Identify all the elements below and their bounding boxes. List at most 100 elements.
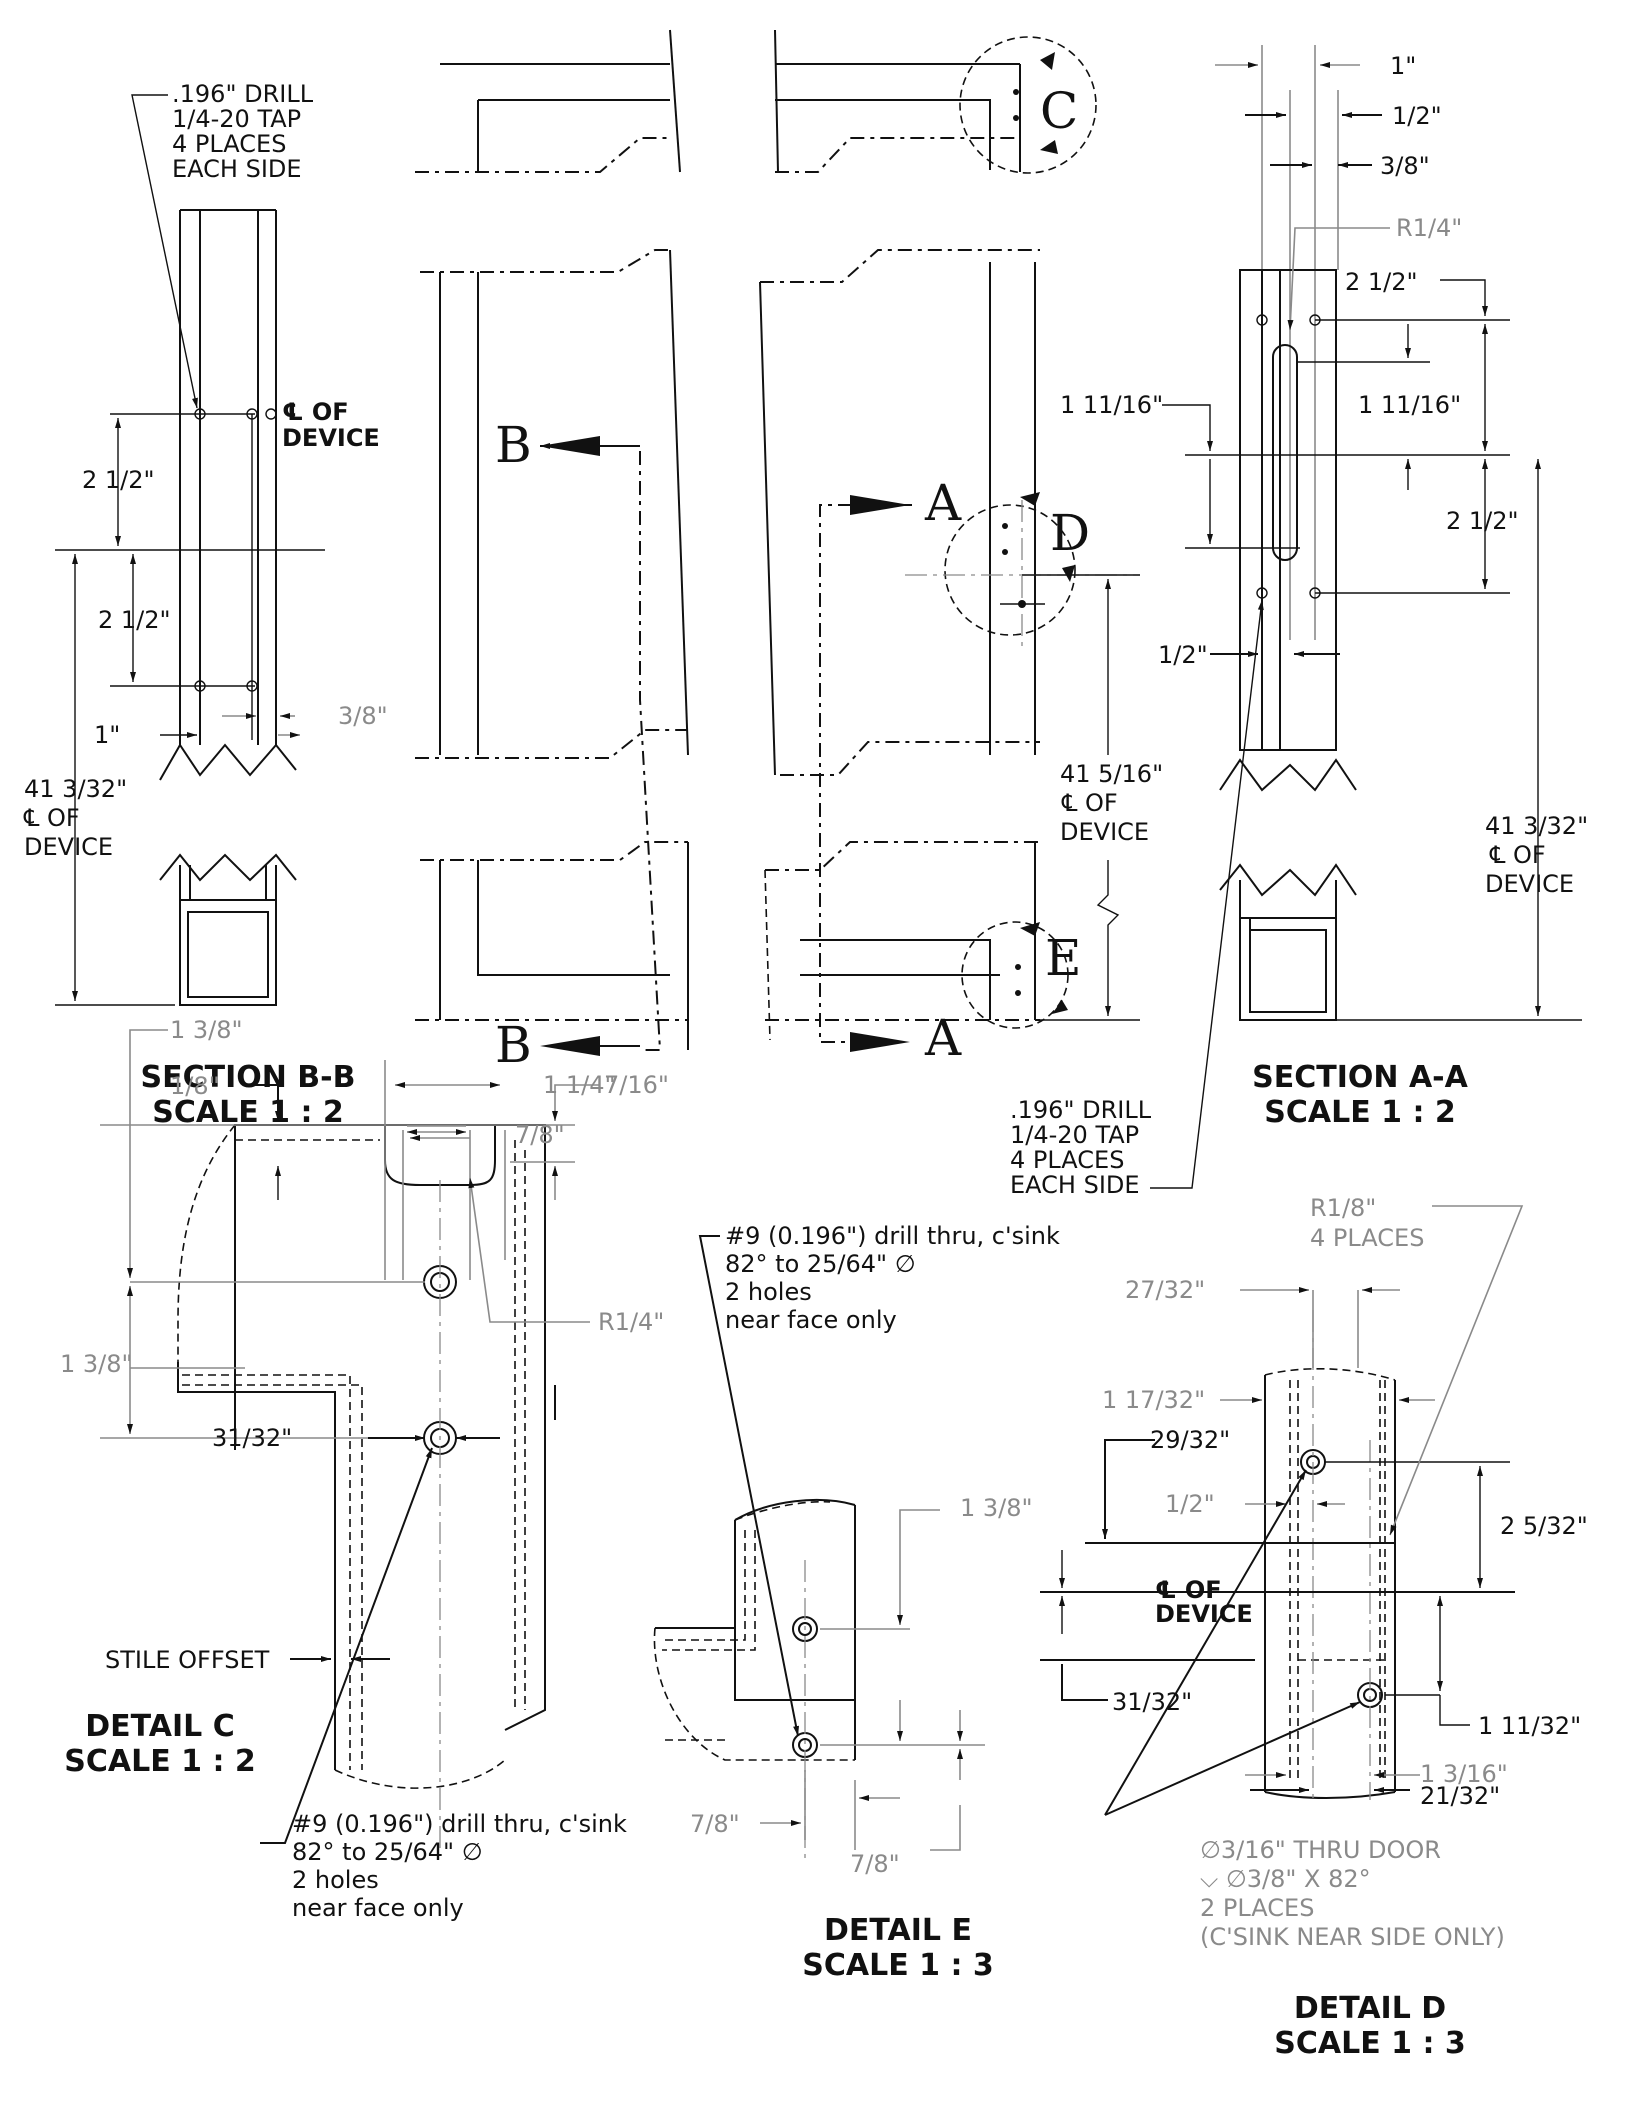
- dim-3-8: 3/8": [338, 702, 388, 730]
- dim-1: 1": [1390, 52, 1416, 80]
- svg-text:EACH SIDE: EACH SIDE: [1010, 1171, 1140, 1199]
- dim-1-11-16-right: 1 11/16": [1358, 391, 1461, 419]
- svg-text:41 3/32": 41 3/32": [1485, 812, 1588, 840]
- dim-2-1-2-upper: 2 1/2": [82, 466, 155, 494]
- detail-e-title: DETAIL E: [824, 1913, 972, 1948]
- cl-label-line2: DEVICE: [282, 424, 380, 452]
- svg-text:41 5/16": 41 5/16": [1060, 760, 1163, 788]
- detail-d-radius: R1/8" 4 PLACES: [1310, 1194, 1424, 1252]
- detail-d-note: ∅3/16" THRU DOOR ⌵ ∅3/8" X 82° 2 PLACES …: [1200, 1836, 1505, 1951]
- svg-text:∅3/16" THRU DOOR: ∅3/16" THRU DOOR: [1200, 1836, 1441, 1864]
- dim-1-2-top: 1/2": [1392, 102, 1442, 130]
- svg-text:DEVICE: DEVICE: [24, 833, 113, 861]
- svg-text:2 holes: 2 holes: [292, 1866, 379, 1894]
- detail-e-scale: SCALE 1 : 3: [802, 1948, 994, 1983]
- dim-r-1-4: R1/4": [598, 1308, 664, 1336]
- svg-text:⌵ ∅3/8" X 82°: ⌵ ∅3/8" X 82°: [1200, 1865, 1371, 1893]
- dim-7-8-left: 7/8": [690, 1810, 740, 1838]
- stile-offset-label: STILE OFFSET: [105, 1646, 270, 1674]
- svg-text:4 PLACES: 4 PLACES: [1310, 1224, 1424, 1252]
- door-views: B B A A C D E 41 5/16" ℄ OF DEVICE: [415, 29, 1163, 1074]
- detail-d-scale: SCALE 1 : 3: [1274, 2026, 1466, 2061]
- section-aa-height-dim: 41 3/32" ℄ OF DEVICE: [1485, 812, 1588, 898]
- cut-label-b-top: B: [495, 416, 532, 474]
- detail-c-scale: SCALE 1 : 2: [64, 1744, 256, 1779]
- section-bb-title: SECTION B-B: [141, 1060, 356, 1095]
- dim-31-32: 31/32": [1112, 1688, 1192, 1716]
- section-bb-view: ℄ OF DEVICE .196" DRILL 1/4-20 TAP 4 PLA…: [23, 80, 388, 1130]
- svg-text:DEVICE: DEVICE: [1485, 870, 1574, 898]
- dim-1-1-4: 1 1/4": [543, 1071, 616, 1099]
- section-aa-view: 1" 1/2" 3/8" R1/4" 2 1/2" 1 11/16" 2 1/2…: [1010, 45, 1588, 1199]
- svg-text:82° to 25/64" ∅: 82° to 25/64" ∅: [292, 1838, 483, 1866]
- door-height-dim: 41 5/16" ℄ OF DEVICE: [1060, 760, 1163, 846]
- dim-1-3-8-top: 1 3/8": [170, 1016, 243, 1044]
- svg-text:4 PLACES: 4 PLACES: [1010, 1146, 1124, 1174]
- svg-text:41 3/32": 41 3/32": [24, 775, 127, 803]
- dim-1-2-bottom: 1/2": [1158, 641, 1208, 669]
- detail-label-d: D: [1050, 504, 1090, 562]
- detail-label-e: E: [1045, 929, 1082, 987]
- svg-text:4 PLACES: 4 PLACES: [172, 130, 286, 158]
- section-aa-scale: SCALE 1 : 2: [1264, 1095, 1456, 1130]
- svg-text:℄ OF: ℄ OF: [1489, 841, 1546, 869]
- dim-1-3-16: 1 3/16": [1420, 1760, 1508, 1788]
- dim-2-1-2-top: 2 1/2": [1345, 268, 1418, 296]
- dim-1-11-32: 1 11/32": [1478, 1712, 1581, 1740]
- svg-text:1/4-20 TAP: 1/4-20 TAP: [172, 105, 301, 133]
- cl-label-line2: DEVICE: [1155, 1600, 1253, 1628]
- dim-3-8: 3/8": [1380, 152, 1430, 180]
- dim-7-8-bottom: 7/8": [850, 1850, 900, 1878]
- dim-r-1-4: R1/4": [1396, 214, 1462, 242]
- svg-text:1/4-20 TAP: 1/4-20 TAP: [1010, 1121, 1139, 1149]
- svg-text:near face only: near face only: [292, 1894, 464, 1922]
- svg-text:EACH SIDE: EACH SIDE: [172, 155, 302, 183]
- dim-1-3-8: 1 3/8": [960, 1494, 1033, 1522]
- detail-c-note: #9 (0.196") drill thru, c'sink 82° to 25…: [292, 1810, 627, 1922]
- svg-text:.196" DRILL: .196" DRILL: [172, 80, 314, 108]
- dim-2-5-32: 2 5/32": [1500, 1512, 1588, 1540]
- cut-label-a-top: A: [924, 474, 962, 532]
- cut-label-b-bottom: B: [495, 1016, 532, 1074]
- dim-1-3-8-left: 1 3/8": [60, 1350, 133, 1378]
- svg-text:#9 (0.196") drill thru, c'sink: #9 (0.196") drill thru, c'sink: [292, 1810, 627, 1838]
- dim-7-16: 7/16": [604, 1071, 669, 1099]
- detail-e-view: 1 3/8" 7/8" 7/8" #9 (0.196") drill thru,…: [653, 1222, 1060, 1983]
- detail-label-c: C: [1040, 82, 1078, 140]
- dim-1-2: 1/2": [1165, 1490, 1215, 1518]
- dim-1: 1": [94, 721, 120, 749]
- detail-d-title: DETAIL D: [1294, 1991, 1446, 2026]
- dim-7-8: 7/8": [515, 1121, 565, 1149]
- svg-text:DEVICE: DEVICE: [1060, 818, 1149, 846]
- dim-27-32: 27/32": [1125, 1276, 1205, 1304]
- svg-text:near face only: near face only: [725, 1306, 897, 1334]
- section-bb-height-dim: 41 3/32" ℄ OF DEVICE: [23, 775, 127, 861]
- dim-1-11-16-left: 1 11/16": [1060, 391, 1163, 419]
- svg-text:.196" DRILL: .196" DRILL: [1010, 1096, 1152, 1124]
- section-aa-note: .196" DRILL 1/4-20 TAP 4 PLACES EACH SID…: [1010, 1096, 1152, 1199]
- dim-21-32: 21/32": [1420, 1782, 1500, 1810]
- cl-label-line1: ℄ OF: [282, 398, 349, 426]
- dim-1-8: 1/8": [170, 1072, 220, 1100]
- svg-text:R1/8": R1/8": [1310, 1194, 1376, 1222]
- dim-29-32: 29/32": [1150, 1426, 1230, 1454]
- svg-text:82° to 25/64" ∅: 82° to 25/64" ∅: [725, 1250, 916, 1278]
- detail-c-title: DETAIL C: [85, 1709, 235, 1744]
- dim-2-1-2-lower: 2 1/2": [98, 606, 171, 634]
- section-aa-title: SECTION A-A: [1252, 1060, 1468, 1095]
- svg-text:#9 (0.196") drill thru, c'sink: #9 (0.196") drill thru, c'sink: [725, 1222, 1060, 1250]
- svg-text:2 holes: 2 holes: [725, 1278, 812, 1306]
- svg-text:(C'SINK NEAR SIDE ONLY): (C'SINK NEAR SIDE ONLY): [1200, 1923, 1505, 1951]
- detail-d-view: ℄ OF DEVICE R1/8" 4 PLACES 27/32" 1 17/3…: [1040, 1194, 1588, 2061]
- dim-2-1-2-right: 2 1/2": [1446, 507, 1519, 535]
- cl-label-line1: ℄ OF: [1155, 1576, 1222, 1604]
- dim-1-17-32: 1 17/32": [1102, 1386, 1205, 1414]
- dim-31-32: 31/32": [212, 1424, 292, 1452]
- svg-text:℄ OF: ℄ OF: [23, 804, 80, 832]
- svg-text:2 PLACES: 2 PLACES: [1200, 1894, 1314, 1922]
- cut-label-a-bottom: A: [924, 1009, 962, 1067]
- detail-e-note: #9 (0.196") drill thru, c'sink 82° to 25…: [725, 1222, 1060, 1334]
- svg-text:℄ OF: ℄ OF: [1061, 789, 1118, 817]
- section-bb-note: .196" DRILL 1/4-20 TAP 4 PLACES EACH SID…: [172, 80, 314, 183]
